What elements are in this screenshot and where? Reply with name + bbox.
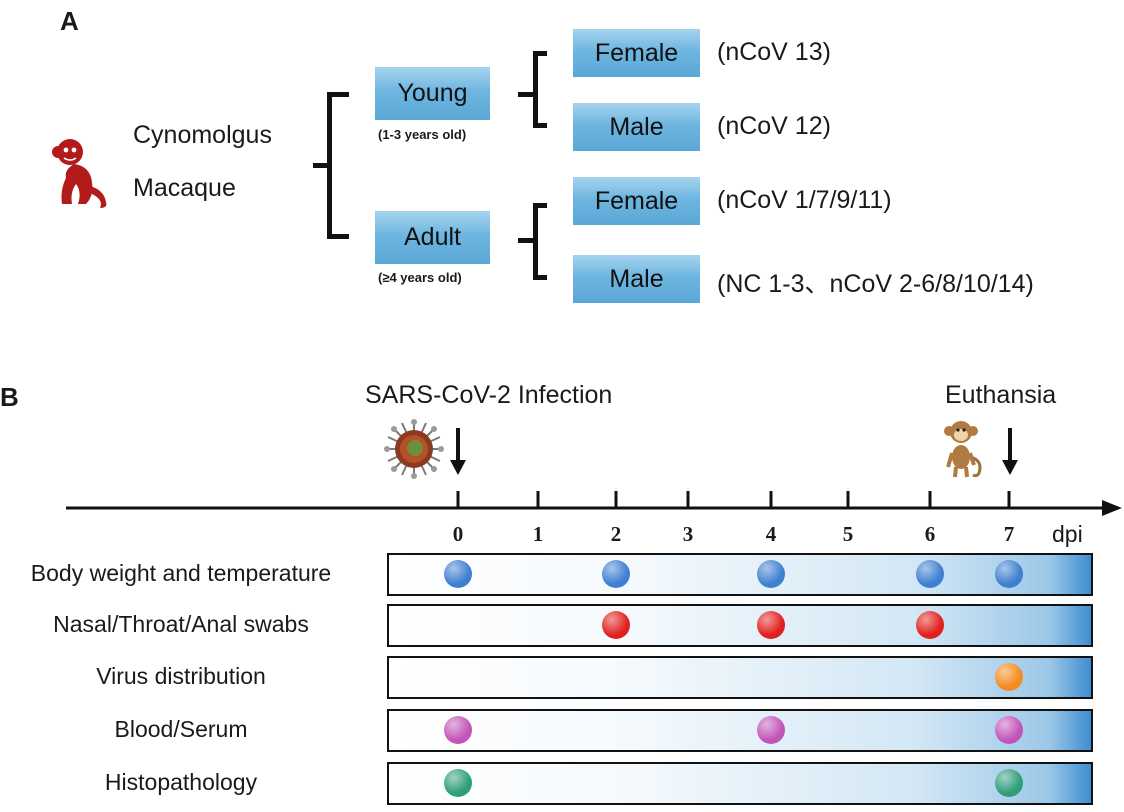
sampling-timepoint-dot bbox=[444, 716, 472, 744]
sampling-timepoint-dot bbox=[995, 769, 1023, 797]
subgroup-ids-adult-male: (NC 1-3、nCoV 2-6/8/10/14) bbox=[717, 270, 1034, 298]
axis-tick-label: 3 bbox=[682, 522, 694, 546]
euthanasia-arrow-icon bbox=[1002, 428, 1018, 475]
young-bracket-spine bbox=[533, 51, 538, 128]
axis-tick-label: 5 bbox=[842, 522, 854, 546]
animal-name-line1: Cynomolgus bbox=[133, 121, 272, 149]
adult-bracket-top-arm bbox=[533, 203, 547, 208]
sampling-timepoint-dot bbox=[757, 611, 785, 639]
main-bracket-spine bbox=[327, 92, 332, 239]
axis-tick-label: 4 bbox=[765, 522, 777, 546]
measurement-lane bbox=[387, 762, 1093, 805]
measurement-row-label: Histopathology bbox=[104, 769, 258, 795]
measurement-lane bbox=[387, 709, 1093, 752]
axis-tick-label: 0 bbox=[452, 522, 464, 546]
axis-tick-label: 1 bbox=[532, 522, 544, 546]
subgroup-box-adult-female: Female bbox=[573, 177, 700, 225]
sampling-timepoint-dot bbox=[444, 769, 472, 797]
sampling-timepoint-dot bbox=[602, 611, 630, 639]
young-bracket-bottom-arm bbox=[533, 123, 547, 128]
infection-label: SARS-CoV-2 Infection bbox=[365, 381, 613, 409]
adult-bracket-stem bbox=[518, 238, 538, 243]
axis-tick-label: 6 bbox=[924, 522, 936, 546]
panel-a-letter: A bbox=[60, 6, 79, 36]
subgroup-ids-adult-female: (nCoV 1/7/9/11) bbox=[717, 186, 892, 214]
main-bracket-stem bbox=[313, 163, 331, 168]
axis-tick-label: 7 bbox=[1003, 522, 1015, 546]
sampling-timepoint-dot bbox=[916, 611, 944, 639]
young-bracket-stem bbox=[518, 92, 538, 97]
subgroup-ids-young-female: (nCoV 13) bbox=[717, 38, 831, 66]
euthanasia-label: Euthansia bbox=[945, 381, 1057, 409]
axis-unit-label: dpi bbox=[1052, 521, 1083, 547]
sampling-timepoint-dot bbox=[602, 560, 630, 588]
panel-b-letter: B bbox=[0, 382, 19, 412]
main-bracket-top-arm bbox=[327, 92, 349, 97]
measurement-lane bbox=[387, 656, 1093, 699]
virus-icon bbox=[384, 419, 444, 479]
monkey-icon bbox=[944, 421, 982, 478]
sampling-timepoint-dot bbox=[995, 560, 1023, 588]
subgroup-ids-young-male: (nCoV 12) bbox=[717, 112, 831, 140]
group-age-young: (1-3 years old) bbox=[378, 127, 467, 142]
group-box-young: Young bbox=[375, 67, 490, 120]
main-bracket-bottom-arm bbox=[327, 234, 349, 239]
sampling-timepoint-dot bbox=[757, 716, 785, 744]
measurement-row-label: Nasal/Throat/Anal swabs bbox=[53, 611, 309, 637]
timeline-axis bbox=[66, 491, 1122, 516]
measurement-lane bbox=[387, 553, 1093, 596]
measurement-lane bbox=[387, 604, 1093, 647]
sampling-timepoint-dot bbox=[916, 560, 944, 588]
axis-tick-label: 2 bbox=[610, 522, 622, 546]
adult-bracket-bottom-arm bbox=[533, 275, 547, 280]
adult-bracket-spine bbox=[533, 203, 538, 280]
sampling-timepoint-dot bbox=[995, 716, 1023, 744]
subgroup-box-adult-male: Male bbox=[573, 255, 700, 303]
measurement-row-label: Body weight and temperature bbox=[30, 560, 332, 586]
measurement-row-label: Blood/Serum bbox=[114, 716, 248, 742]
sampling-timepoint-dot bbox=[757, 560, 785, 588]
measurement-row-label: Virus distribution bbox=[96, 663, 266, 689]
sampling-timepoint-dot bbox=[444, 560, 472, 588]
subgroup-box-young-female: Female bbox=[573, 29, 700, 77]
infection-arrow-icon bbox=[450, 428, 466, 475]
group-age-adult: (≥4 years old) bbox=[378, 270, 462, 285]
young-bracket-top-arm bbox=[533, 51, 547, 56]
animal-name-line2: Macaque bbox=[133, 174, 236, 202]
group-box-adult: Adult bbox=[375, 211, 490, 264]
subgroup-box-young-male: Male bbox=[573, 103, 700, 151]
sampling-timepoint-dot bbox=[995, 663, 1023, 691]
macaque-silhouette-icon bbox=[52, 139, 107, 208]
